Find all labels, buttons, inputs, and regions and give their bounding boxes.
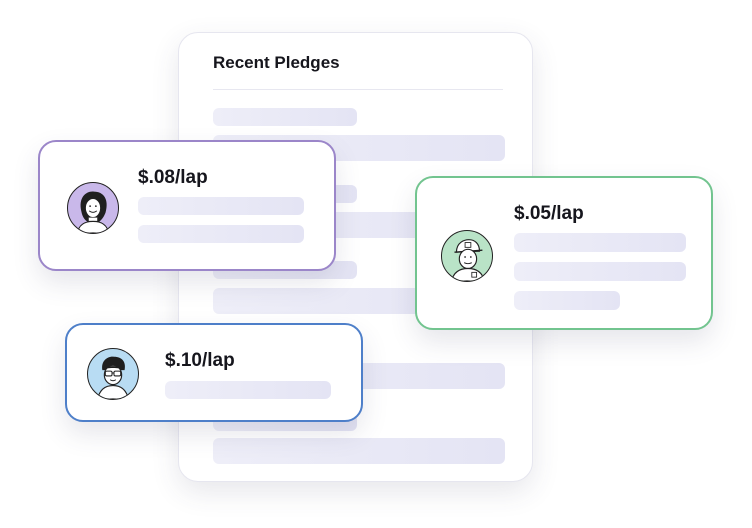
placeholder-bar — [213, 438, 505, 464]
pledge-card: $.05/lap — [415, 176, 713, 330]
pledge-card: $.08/lap — [38, 140, 336, 271]
placeholder-bar — [165, 381, 331, 399]
placeholder-bar — [514, 291, 620, 310]
placeholder-bar — [514, 233, 686, 252]
pledge-rate: $.05/lap — [514, 203, 584, 224]
pledge-rate: $.08/lap — [138, 167, 208, 188]
panel-title: Recent Pledges — [213, 53, 340, 72]
panel-divider — [213, 89, 503, 90]
placeholder-bar — [138, 197, 304, 215]
pledge-card: $.10/lap — [65, 323, 363, 422]
placeholder-bar — [138, 225, 304, 243]
pledge-rate: $.10/lap — [165, 350, 235, 371]
placeholder-bar — [514, 262, 686, 281]
cap-man-avatar-icon — [441, 230, 493, 282]
woman-avatar-icon — [67, 182, 119, 234]
glasses-man-avatar-icon — [87, 348, 139, 400]
placeholder-bar — [213, 108, 357, 126]
